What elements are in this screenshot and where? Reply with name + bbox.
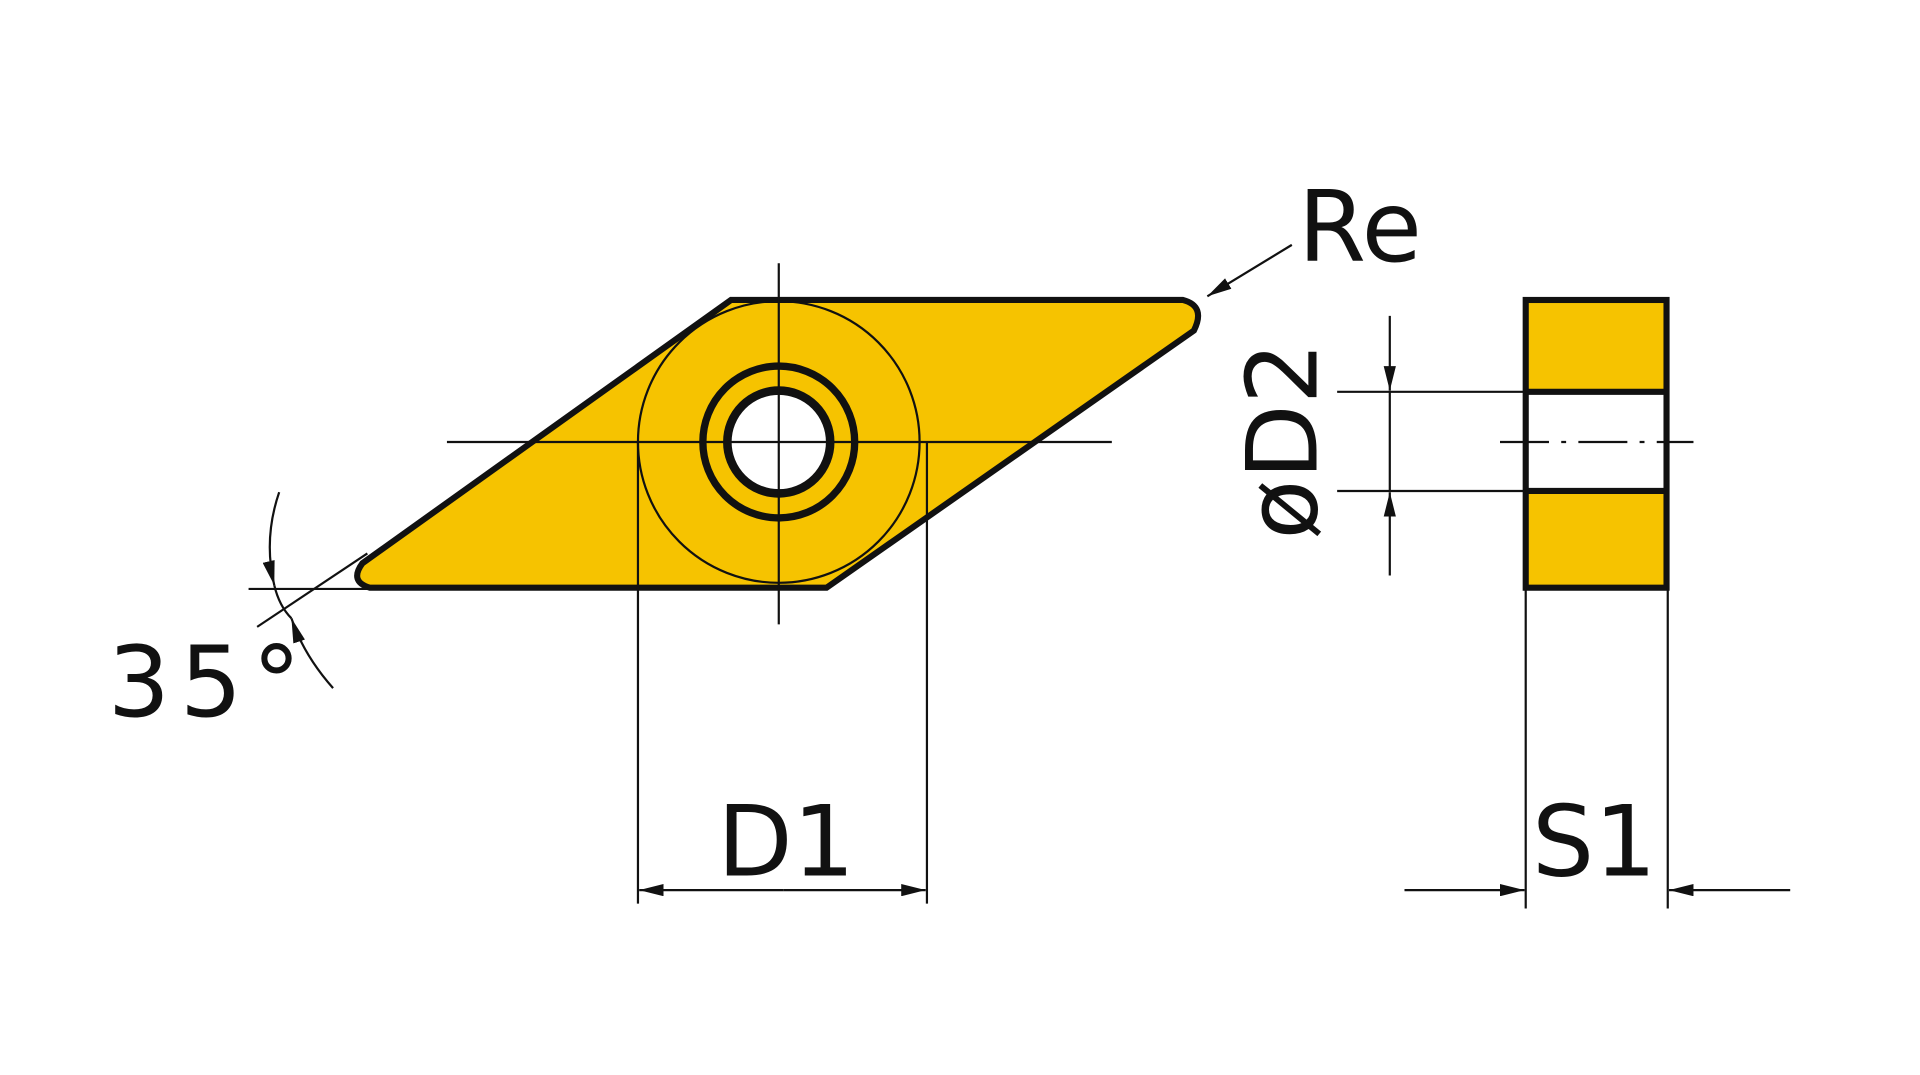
- insert-top-view: [354, 263, 1202, 625]
- radius-callout: Re: [1206, 171, 1422, 298]
- d1-label: D1: [717, 785, 855, 899]
- s1-dimension: S1: [1404, 587, 1791, 909]
- d2-dimension: øD2: [1226, 315, 1526, 576]
- re-label: Re: [1298, 171, 1422, 285]
- d1-dimension: D1: [636, 441, 929, 904]
- d2-label: øD2: [1226, 342, 1340, 540]
- angle-label: 35°: [108, 626, 311, 740]
- s1-label: S1: [1532, 785, 1656, 899]
- angle-dimension: 35°: [108, 491, 368, 740]
- insert-side-view: [1500, 296, 1694, 591]
